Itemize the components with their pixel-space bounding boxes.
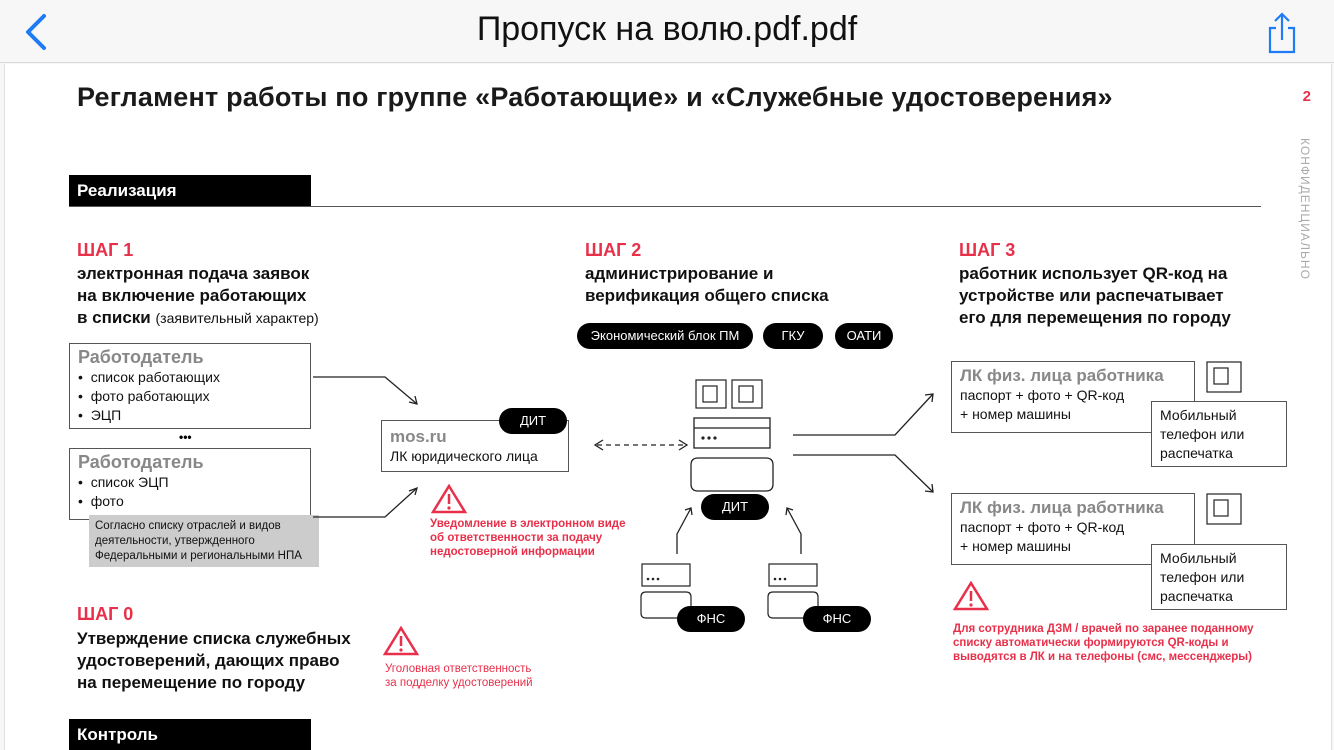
lk-title: ЛК физ. лица работника	[960, 498, 1164, 517]
step1-line: в списки	[77, 308, 151, 327]
arrow-head	[593, 439, 604, 451]
arrow-head	[684, 507, 693, 516]
lk-title: ЛК физ. лица работника	[960, 366, 1164, 385]
fns-server	[641, 563, 691, 587]
step1-description: электронная подача заявок на включение р…	[77, 263, 319, 329]
mosru-title: mos.ru	[390, 427, 447, 446]
back-chevron-icon[interactable]	[18, 12, 58, 52]
mobile-box-2: Мобильный телефон или распечатка	[1151, 544, 1287, 610]
page-heading: Регламент работы по группе «Работающие» …	[77, 82, 1113, 112]
mosru-subtitle: ЛК юридического лица	[390, 448, 538, 464]
pdf-page[interactable]: Регламент работы по группе «Работающие» …	[4, 64, 1332, 750]
step2-label: ШАГ 2	[585, 240, 642, 260]
arrow-line	[793, 393, 934, 436]
step1-label: ШАГ 1	[77, 240, 134, 260]
arrow-head	[408, 395, 418, 405]
arrow-line	[676, 507, 692, 554]
section-realization: Реализация	[69, 175, 311, 207]
pill-gku: ГКУ	[763, 323, 823, 349]
section-control: Контроль	[69, 719, 311, 750]
warning-icon	[383, 626, 419, 656]
bullet-item: • фото	[78, 493, 124, 509]
arrow-head	[785, 507, 794, 516]
server-unit	[693, 417, 771, 449]
arrow-head	[924, 393, 934, 403]
step1-line: электронная подача заявок	[77, 264, 310, 283]
step0-line: Утверждение списка служебных	[77, 629, 351, 648]
warning-icon	[953, 581, 989, 611]
step3-line: его для перемещения по городу	[959, 308, 1231, 327]
fns-badge-1: ФНС	[677, 606, 745, 632]
mobile-box-1: Мобильный телефон или распечатка	[1151, 401, 1287, 467]
step3-label: ШАГ 3	[959, 240, 1016, 260]
bullet-item: • ЭЦП	[78, 407, 122, 423]
bullet-item: • список ЭЦП	[78, 474, 169, 490]
lk-line: + номер машины	[960, 406, 1071, 422]
arrow-head	[408, 486, 418, 496]
legal-note: Согласно списку отраслей и видов деятель…	[89, 515, 319, 567]
arrow-line	[793, 454, 934, 493]
warning-text-0: Уголовная ответственность за подделку уд…	[385, 663, 533, 689]
step3-line: устройстве или распечатывает	[959, 286, 1224, 305]
confidential-text: КОНФИДЕНЦИАЛЬНО	[1298, 138, 1312, 280]
id-card-photo	[702, 385, 718, 403]
navigation-bar: Пропуск на волю.pdf.pdf	[0, 0, 1334, 63]
step2-line: верификация общего списка	[585, 286, 829, 305]
step0-description: Утверждение списка служебных удостоверен…	[77, 628, 351, 694]
dit-badge: ДИТ	[499, 408, 567, 434]
divider	[69, 206, 1261, 207]
arrow-head	[924, 483, 934, 493]
id-card	[695, 379, 727, 409]
ellipsis-dots: •••	[179, 430, 192, 444]
confidential-label: КОНФИДЕНЦИАЛЬНО	[1298, 138, 1312, 280]
arrow-head	[678, 439, 689, 451]
arrow-line	[313, 487, 418, 518]
document-title: Пропуск на волю.pdf.pdf	[476, 10, 858, 48]
step3-line: работник использует QR-код на	[959, 264, 1228, 283]
fns-server	[768, 563, 818, 587]
step0-label: ШАГ 0	[77, 604, 134, 624]
step0-line: удостоверений, дающих право	[77, 651, 340, 670]
arrow-line	[786, 507, 802, 554]
step2-line: администрирование и	[585, 264, 774, 283]
share-icon[interactable]	[1264, 10, 1300, 54]
arrow-line	[313, 376, 418, 405]
employer-title: Работодатель	[78, 452, 204, 472]
pill-economic-block: Экономический блок ПМ	[577, 323, 753, 349]
lk-line: паспорт + фото + QR-код	[960, 519, 1125, 535]
warning-text-3: Для сотрудника ДЗМ / врачей по заранее п…	[953, 623, 1254, 663]
warning-text-1: Уведомление в электронном виде об ответс…	[430, 518, 626, 558]
employer-title: Работодатель	[78, 347, 204, 367]
step1-line: на включение работающих	[77, 286, 307, 305]
step2-description: администрирование и верификация общего с…	[585, 263, 829, 307]
step3-description: работник использует QR-код на устройстве…	[959, 263, 1231, 329]
dit-server-badge: ДИТ	[701, 494, 769, 520]
fns-badge-2: ФНС	[803, 606, 871, 632]
lk-line: паспорт + фото + QR-код	[960, 387, 1125, 403]
bullet-item: • фото работающих	[78, 388, 210, 404]
warning-icon	[431, 484, 467, 514]
step0-line: на перемещение по городу	[77, 673, 306, 692]
page-number: 2	[1302, 88, 1311, 105]
bullet-item: • список работающих	[78, 369, 220, 385]
lk-line: + номер машины	[960, 538, 1071, 554]
id-card-photo	[738, 385, 754, 403]
pill-oati: ОАТИ	[835, 323, 893, 349]
step1-note: (заявительный характер)	[155, 310, 319, 326]
server-base	[690, 457, 774, 492]
employer-box-1: Работодатель • список работающих • фото …	[69, 343, 311, 429]
